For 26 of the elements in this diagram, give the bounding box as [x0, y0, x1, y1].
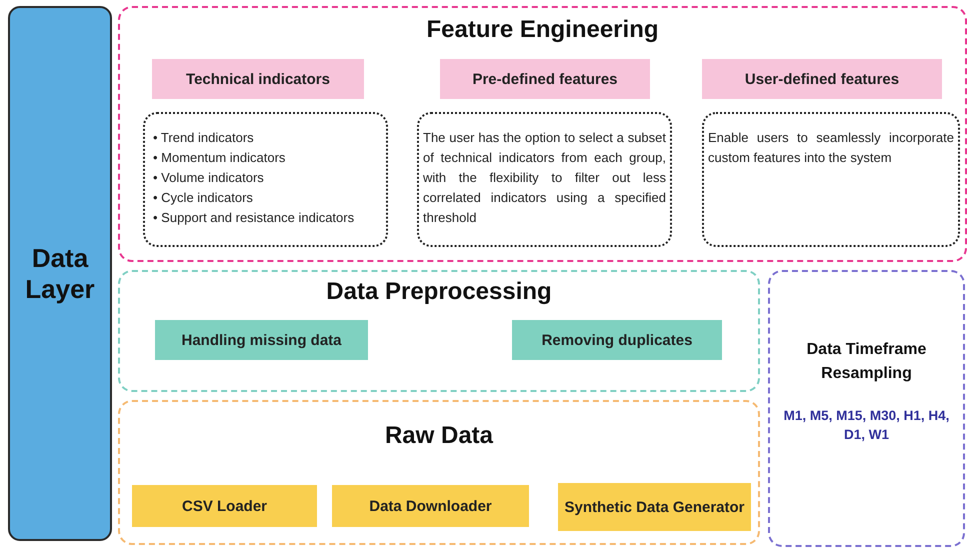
label-box: Synthetic Data Generator	[558, 483, 751, 531]
group-title: Raw Data	[384, 422, 494, 450]
side-panel	[768, 270, 965, 547]
label-box: Pre-defined features	[440, 59, 650, 99]
group-title: Data Preprocessing	[325, 278, 553, 306]
label-box: CSV Loader	[132, 485, 317, 527]
label-box: Handling missing data	[155, 320, 368, 360]
layer-bar: Data Layer	[8, 6, 112, 541]
description-box: The user has the option to select a subset of technical indicators from each group, with the flexibility to filter out less correlated indicators using a specified threshold	[417, 112, 672, 247]
group-panel	[118, 270, 760, 392]
panel-title: Data Timeframe Resampling	[806, 340, 928, 384]
group-panel	[118, 6, 967, 262]
label-box: Data Downloader	[332, 485, 529, 527]
description-box: Enable users to seamlessly incorporate custom features into the system	[702, 112, 960, 247]
list-item: • Support and resistance indicators	[153, 209, 356, 227]
bullet-list-box	[143, 112, 388, 247]
list-item: • Volume indicators	[153, 169, 265, 187]
label-box: Technical indicators	[152, 59, 364, 99]
group-panel	[118, 400, 760, 545]
group-title: Feature Engineering	[425, 16, 660, 44]
label-box: User-defined features	[702, 59, 942, 99]
list-item: • Trend indicators	[153, 129, 255, 147]
list-item: • Cycle indicators	[153, 189, 254, 207]
list-item: • Momentum indicators	[153, 149, 286, 167]
timeframe-list: M1, M5, M15, M30, H1, H4, D1, W1	[772, 406, 962, 444]
label-box: Removing duplicates	[512, 320, 722, 360]
